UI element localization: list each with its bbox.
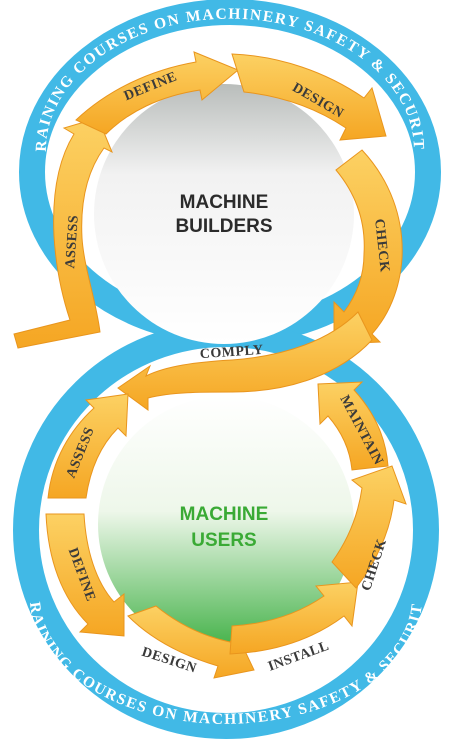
- arrow-top-design: [231, 53, 387, 141]
- bottom-cycle-arrows: [45, 381, 407, 679]
- machine-users-circle: [98, 396, 354, 652]
- arrow-top-assess: [13, 117, 113, 349]
- users-title-line1: MACHINE: [180, 504, 269, 525]
- machine-builders-circle: [94, 84, 354, 344]
- arrow-bottom-define: [45, 513, 125, 637]
- arrow-bottom-assess: [47, 393, 129, 499]
- builders-title-line1: MACHINE: [180, 192, 269, 213]
- top-cycle-arrows: [13, 51, 403, 349]
- builders-title-line2: BUILDERS: [175, 216, 272, 237]
- arrow-bottom-check: [331, 465, 407, 589]
- arrow-comply: [117, 311, 373, 411]
- users-title-line2: USERS: [191, 530, 256, 551]
- arrow-top-check: [333, 149, 403, 345]
- label-top-check: CHECK: [371, 218, 392, 273]
- arrow-bottom-design: [127, 605, 255, 679]
- label-top-assess: ASSESS: [63, 215, 82, 270]
- label-comply: COMPLY: [199, 343, 264, 362]
- arrow-bottom-maintain: [317, 381, 389, 471]
- arrow-bottom-install: [229, 581, 359, 655]
